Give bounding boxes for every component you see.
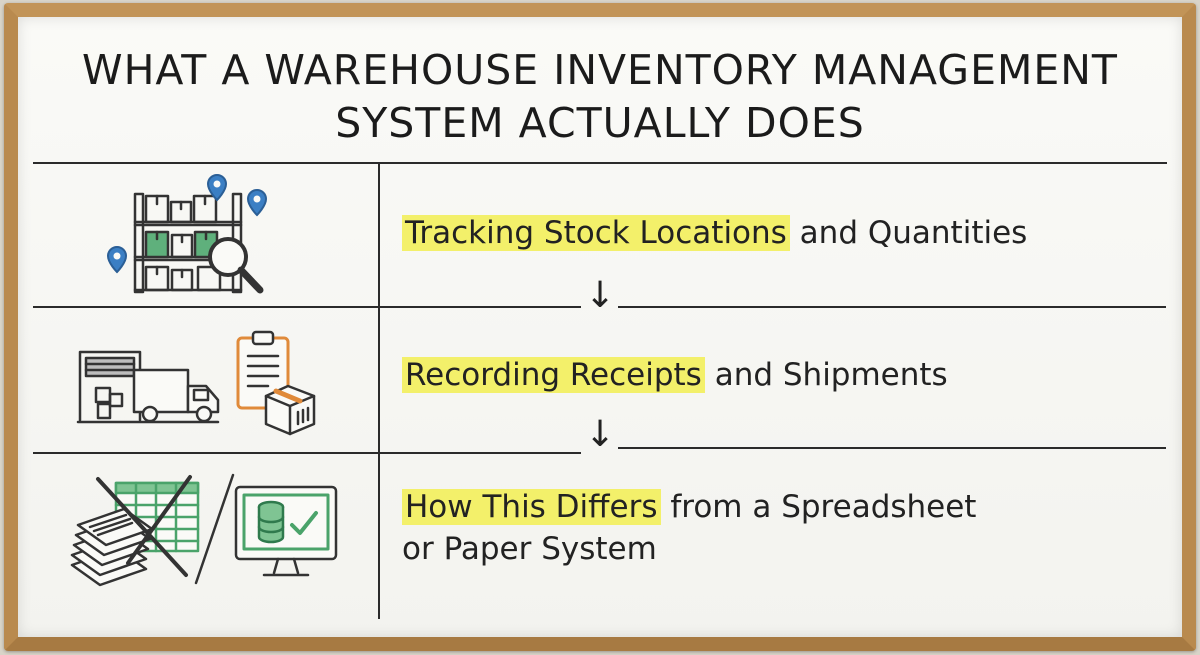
row-1-highlight: Tracking Stock Locations: [402, 215, 790, 251]
row-divider-2-left: [33, 452, 581, 454]
title-line-2: SYSTEM ACTUALLY DOES: [335, 99, 865, 147]
warehouse-shelves-location-icon: [106, 173, 268, 294]
row-divider-1-left: [33, 306, 581, 308]
arrow-down-icon-2: ↓: [585, 414, 616, 455]
row-divider-1-right: [618, 306, 1166, 308]
row-3-highlight: How This Differs: [402, 489, 661, 525]
row-3-text: How This Differs from a Spreadsheet or P…: [402, 487, 976, 571]
row-1-rest: and Quantities: [789, 215, 1028, 251]
row-3-line2: or Paper System: [402, 530, 657, 567]
arrow-down-icon-1: ↓: [585, 275, 616, 316]
row-1-text: Tracking Stock Locations and Quantities: [402, 213, 1027, 255]
row-2-rest: and Shipments: [704, 357, 948, 393]
paper-spreadsheet-vs-database-icon: [70, 473, 338, 587]
header-divider: [33, 162, 1167, 164]
row-3-rest: from a Spreadsheet: [660, 489, 977, 525]
truck-clipboard-box-icon: [76, 330, 316, 436]
row-2-text: Recording Receipts and Shipments: [402, 355, 948, 397]
row-divider-2-right: [618, 447, 1166, 449]
column-divider: [378, 163, 380, 619]
whiteboard-frame: [4, 3, 1196, 651]
title-line-1: WHAT A WAREHOUSE INVENTORY MANAGEMENT: [82, 46, 1118, 94]
row-2-highlight: Recording Receipts: [402, 357, 705, 393]
